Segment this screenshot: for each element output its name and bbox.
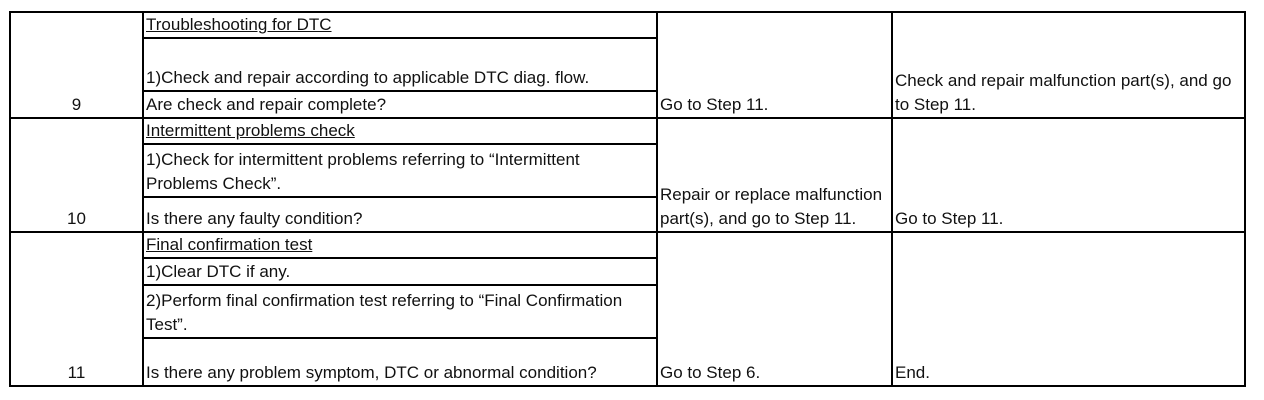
diagnostic-flow-table: 9 Troubleshooting for DTC Go to Step 11.… — [9, 11, 1246, 387]
step-question: Is there any problem symptom, DTC or abn… — [142, 337, 658, 387]
yes-action: Go to Step 11. — [656, 11, 893, 119]
step-10-question-row: Is there any faulty condition? — [10, 196, 1245, 233]
step-11-question-row: Is there any problem symptom, DTC or abn… — [10, 337, 1245, 387]
step-instruction: 1)Check and repair according to applicab… — [142, 37, 658, 92]
yes-action: Repair or replace malfunction part(s), a… — [656, 117, 893, 233]
no-action: Check and repair malfunction part(s), an… — [891, 11, 1246, 119]
yes-action: Go to Step 6. — [656, 231, 893, 387]
step-question: Is there any faulty condition? — [142, 196, 658, 233]
step-number: 10 — [9, 117, 144, 233]
step-title-text: Intermittent problems check — [146, 121, 355, 140]
step-9-title-row: 9 Troubleshooting for DTC Go to Step 11.… — [9, 11, 1246, 119]
step-11-instruction-row: 2)Perform final confirmation test referr… — [10, 284, 1245, 339]
step-11-title-row: 11 Final confirmation test Go to Step 6.… — [9, 231, 1246, 387]
step-instruction: 1)Clear DTC if any. — [142, 257, 658, 286]
no-action: Go to Step 11. — [891, 117, 1246, 233]
step-title: Intermittent problems check — [142, 117, 658, 145]
step-instruction: 2)Perform final confirmation test referr… — [142, 284, 658, 339]
step-number: 11 — [9, 231, 144, 387]
step-10-instruction-row: 1)Check for intermittent problems referr… — [10, 143, 1245, 198]
step-title: Troubleshooting for DTC — [142, 11, 658, 39]
step-10-title-row: 10 Intermittent problems check Repair or… — [9, 117, 1246, 233]
step-11-instruction-row: 1)Clear DTC if any. — [10, 257, 1245, 286]
step-instruction: 1)Check for intermittent problems referr… — [142, 143, 658, 198]
step-title: Final confirmation test — [142, 231, 658, 259]
no-action: End. — [891, 231, 1246, 387]
step-9-instruction-row: 1)Check and repair according to applicab… — [10, 37, 1245, 92]
step-9-question-row: Are check and repair complete? — [10, 90, 1245, 119]
step-title-text: Final confirmation test — [146, 235, 313, 254]
step-question: Are check and repair complete? — [142, 90, 658, 119]
step-title-text: Troubleshooting for DTC — [146, 15, 332, 34]
step-number: 9 — [9, 11, 144, 119]
